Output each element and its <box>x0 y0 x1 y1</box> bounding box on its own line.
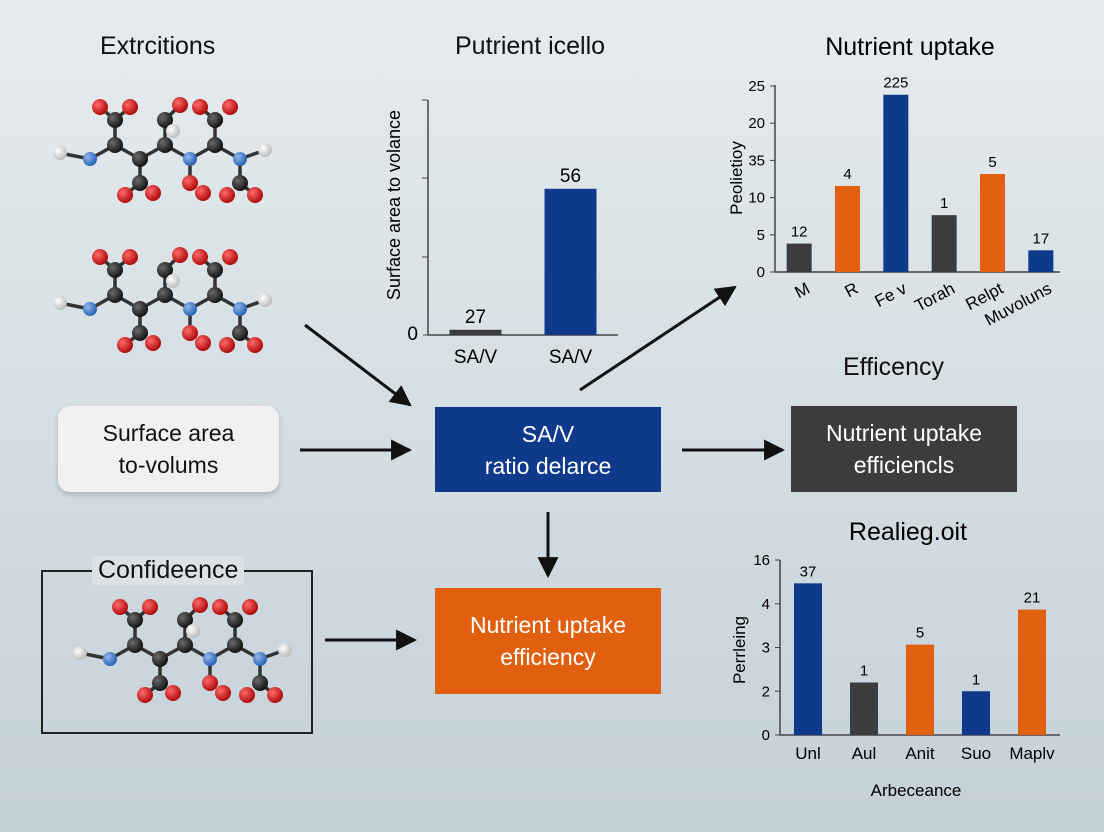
bar-1-0 <box>786 243 812 272</box>
category-label-2-0: Unl <box>795 744 821 763</box>
y-tick-label-2-0: 0 <box>762 727 770 744</box>
sa-v-ratio-label: SA/V ratio delarce <box>484 420 612 479</box>
data-label-2-1: 1 <box>860 663 868 680</box>
molecule-illustration-middle <box>51 245 274 355</box>
category-label-2-3: Suo <box>961 744 991 763</box>
bar-2-2 <box>906 644 934 735</box>
bar-2-0 <box>794 583 822 735</box>
y-tick-label-1-0: 0 <box>757 264 765 281</box>
molecule-illustration-top <box>51 95 274 205</box>
category-label-0-1: SA/V <box>549 347 593 368</box>
molecule-illustration-bottom <box>71 595 294 705</box>
y-tick-label-1-4: 20 <box>748 115 765 132</box>
category-label-0-0: SA/V <box>454 347 498 368</box>
bar-2-1 <box>850 682 878 735</box>
data-label-1-4: 5 <box>988 154 996 171</box>
y-tick-label-1-3: 35 <box>748 152 765 169</box>
category-label-2-2: Anit <box>905 744 935 763</box>
chart3-title: Realieg.oit <box>849 518 967 546</box>
data-label-2-0: 37 <box>800 563 817 580</box>
category-label-2-4: Maplv <box>1009 744 1055 763</box>
left-panel-title: Extrcitions <box>100 32 216 60</box>
category-label-1-3: Torah <box>912 279 958 316</box>
data-label-1-5: 17 <box>1032 230 1049 247</box>
bar-1-3 <box>931 215 957 272</box>
bar-0-0 <box>449 329 502 335</box>
chart2-title: Nutrient uptake <box>825 33 995 61</box>
nutrient-uptake-dark-box: Nutrient uptake efficiencls <box>791 406 1017 492</box>
y-tick-label-0-0: 0 <box>407 324 418 345</box>
chart-nutrient-uptake: Nutrient uptake Peolietioy 12M 4R 225 Fe v 1… <box>727 33 1060 330</box>
bar-1-2 <box>883 94 909 272</box>
middle-panel-title: Putrient icello <box>455 32 606 60</box>
data-label-2-4: 21 <box>1024 590 1041 607</box>
data-label-0-0: 27 <box>465 307 486 328</box>
data-label-1-1: 4 <box>843 166 851 183</box>
sa-v-ratio-box: SA/V ratio delarce <box>435 407 661 492</box>
data-label-0-1: 56 <box>560 166 581 187</box>
bar-1-1 <box>835 185 860 272</box>
data-label-2-2: 5 <box>916 625 924 642</box>
chart1-ylabel: Surface area to volance <box>384 110 404 300</box>
data-label-2-3: 1 <box>972 671 980 688</box>
surface-area-label: Surface area to-volums <box>102 420 235 478</box>
y-tick-label-2-1: 2 <box>762 683 770 700</box>
bar-2-3 <box>962 691 990 735</box>
nutrient-uptake-orange-label: Nutrient uptake efficiency <box>470 612 626 670</box>
y-tick-label-2-4: 16 <box>753 552 770 569</box>
arrow-molecule-to-ratio <box>304 323 412 407</box>
nutrient-uptake-orange-box: Nutrient uptake efficiency <box>435 588 661 694</box>
data-label-1-3: 1 <box>940 195 948 212</box>
category-label-1-1: R <box>842 279 862 302</box>
y-tick-label-1-1: 5 <box>757 227 765 244</box>
bar-1-4 <box>980 174 1005 272</box>
chart3-ylabel: Perrleing <box>730 616 749 684</box>
arrow-ratio-to-chart <box>579 285 737 392</box>
efficiency-title: Efficency <box>843 353 944 381</box>
surface-area-box: Surface area to-volums <box>58 406 279 492</box>
bar-1-5 <box>1028 250 1054 272</box>
y-tick-label-1-5: 25 <box>748 78 765 95</box>
nutrient-uptake-dark-label: Nutrient uptake efficiencls <box>826 420 982 478</box>
flow-arrows <box>300 285 786 651</box>
y-tick-label-2-3: 4 <box>762 596 770 613</box>
category-label-2-1: Aul <box>852 744 877 763</box>
confidence-label: Confideence <box>92 556 245 585</box>
data-label-1-0: 12 <box>791 224 808 241</box>
category-label-1-2: Fe v <box>872 279 911 312</box>
y-tick-label-1-2: 10 <box>748 190 765 207</box>
chart3-xlabel: Arbeceance <box>871 781 962 800</box>
category-label-1-0: M <box>792 279 813 302</box>
bar-2-4 <box>1018 609 1046 735</box>
bar-0-1 <box>544 188 597 335</box>
data-label-1-2: 225 <box>883 75 908 92</box>
y-tick-label-2-2: 3 <box>762 640 770 657</box>
chart2-ylabel: Peolietioy <box>727 141 746 215</box>
